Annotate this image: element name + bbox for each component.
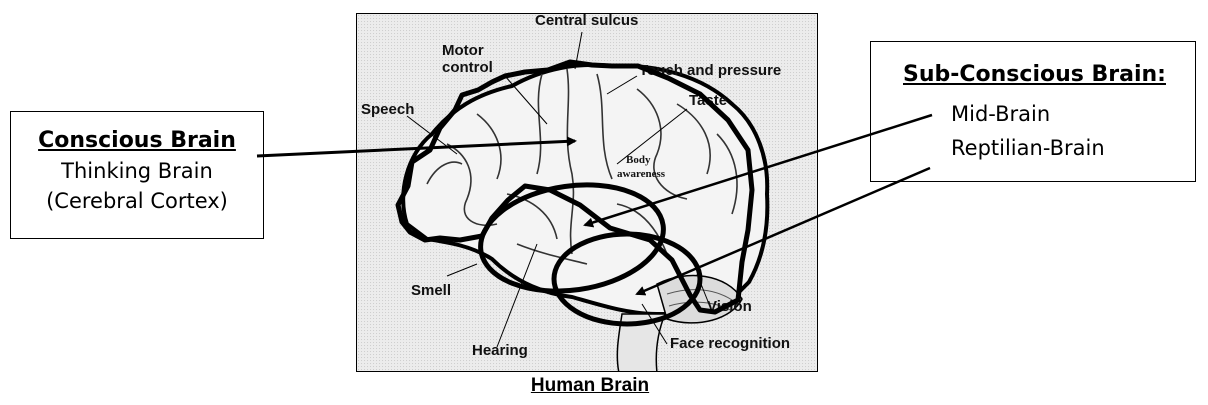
reptilian-brain-ellipse [554,234,700,324]
reptilian-brain-arrow [637,168,930,294]
mid-brain-arrow [585,115,932,225]
conscious-arrow [257,141,575,156]
diagram-caption: Human Brain [505,375,675,397]
